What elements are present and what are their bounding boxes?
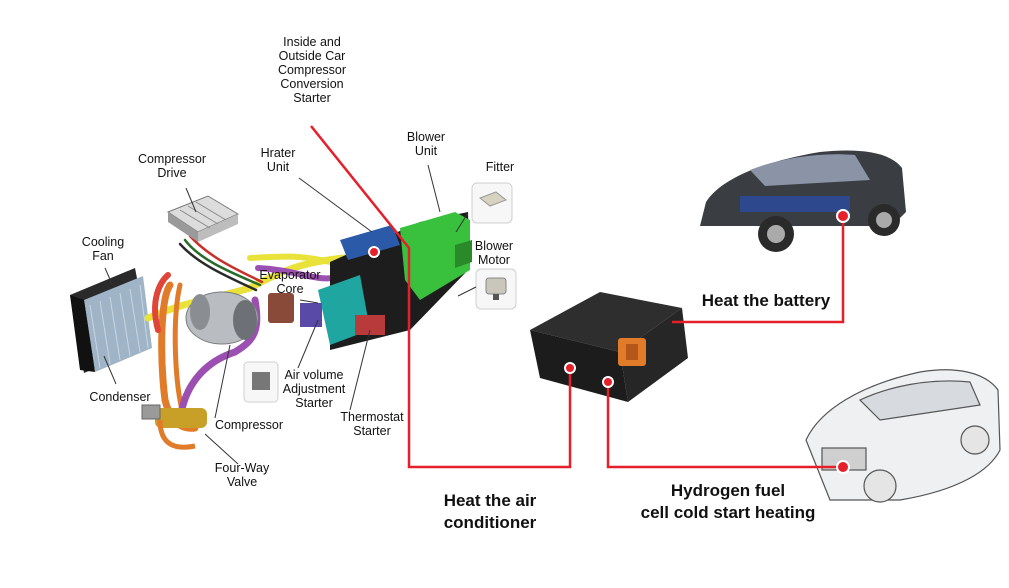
- leader-lines: [103, 164, 477, 465]
- suv-illustration: [700, 150, 906, 252]
- compressor-label: Compressor: [214, 418, 284, 432]
- connector-dots: [368, 209, 850, 474]
- fitter-label: Fitter: [485, 160, 515, 174]
- blower-motor-thumbnail: [475, 268, 517, 310]
- four-way-valve-illustration: [141, 404, 207, 450]
- transparent-car-illustration: [805, 369, 1001, 503]
- fitter-thumbnail: [471, 182, 513, 224]
- heat-battery-label: Heat the battery: [701, 291, 831, 310]
- compressor-drive-illustration: [166, 195, 240, 242]
- compressor-illustration: [185, 291, 259, 345]
- hvac-module-illustration: [300, 212, 472, 350]
- connector-lines: [310, 125, 845, 469]
- condenser-label: Condenser: [89, 390, 151, 404]
- condenser-illustration: [70, 268, 152, 373]
- air-volume-thumbnail: [243, 361, 279, 403]
- evaporator-thumbnail: [268, 293, 294, 323]
